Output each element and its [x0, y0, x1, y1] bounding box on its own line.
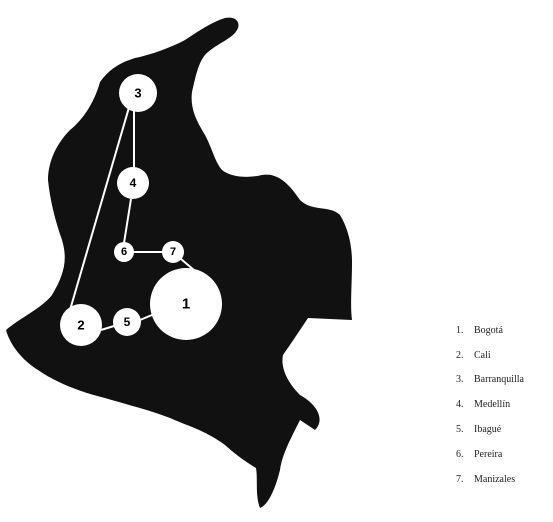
city-node-label: 7	[170, 246, 176, 258]
legend-item-number: 3.	[456, 374, 464, 386]
city-node-circle	[117, 167, 149, 199]
legend-item-number: 1.	[456, 324, 464, 336]
legend-item: 4. Medellín	[456, 392, 551, 417]
legend-item-name: Cali	[474, 349, 491, 361]
legend-item: 5. Ibagué	[456, 417, 551, 442]
city-node-circle	[113, 308, 141, 336]
legend-item-number: 7.	[456, 473, 464, 485]
city-node-label: 5	[124, 315, 131, 329]
edge-5-2	[100, 325, 115, 331]
legend-item-number: 5.	[456, 424, 464, 436]
legend-item: 1. Bogotá	[456, 318, 551, 343]
legend-item-name: Ibagué	[474, 424, 502, 436]
city-node-label: 2	[77, 318, 84, 333]
city-node-label: 4	[130, 176, 137, 190]
city-node-label: 1	[182, 296, 190, 313]
city-node-6: 6	[114, 242, 134, 262]
city-nodes: 3 4 6 7 1 5 2	[60, 74, 222, 346]
city-node-circle	[150, 268, 222, 340]
city-legend: 1. Bogotá 2. Cali 3. Barranquilla 4. Medellín 5.…	[456, 318, 551, 492]
city-node-7: 7	[162, 241, 184, 263]
legend-item-name: Bogotá	[474, 324, 503, 336]
legend-item-name: Barranquilla	[474, 374, 524, 386]
city-node-circle	[119, 74, 157, 112]
legend-item: 3. Barranquilla	[456, 368, 551, 393]
legend-item-name: Manizales	[474, 473, 516, 485]
edge-1-5	[139, 314, 153, 321]
city-node-3: 3	[119, 74, 157, 112]
city-node-5: 5	[113, 308, 141, 336]
edge-2-3	[69, 103, 131, 311]
city-node-4: 4	[117, 167, 149, 199]
city-node-circle	[60, 304, 102, 346]
city-node-circle	[162, 241, 184, 263]
colombia-silhouette	[6, 17, 352, 508]
legend-item: 2. Cali	[456, 343, 551, 368]
legend-item-name: Medellín	[474, 399, 511, 411]
legend-item-number: 6.	[456, 448, 464, 460]
city-node-1: 1	[150, 268, 222, 340]
legend-item: 7. Manizales	[456, 467, 551, 492]
edge-4-6	[123, 198, 132, 244]
city-node-circle	[114, 242, 134, 262]
city-node-label: 6	[121, 246, 127, 258]
city-node-label: 3	[134, 86, 141, 101]
legend-item-number: 4.	[456, 399, 464, 411]
city-node-2: 2	[60, 304, 102, 346]
legend-item-name: Pereira	[474, 448, 503, 460]
legend-item-number: 2.	[456, 349, 464, 361]
legend-item: 6. Pereira	[456, 442, 551, 467]
